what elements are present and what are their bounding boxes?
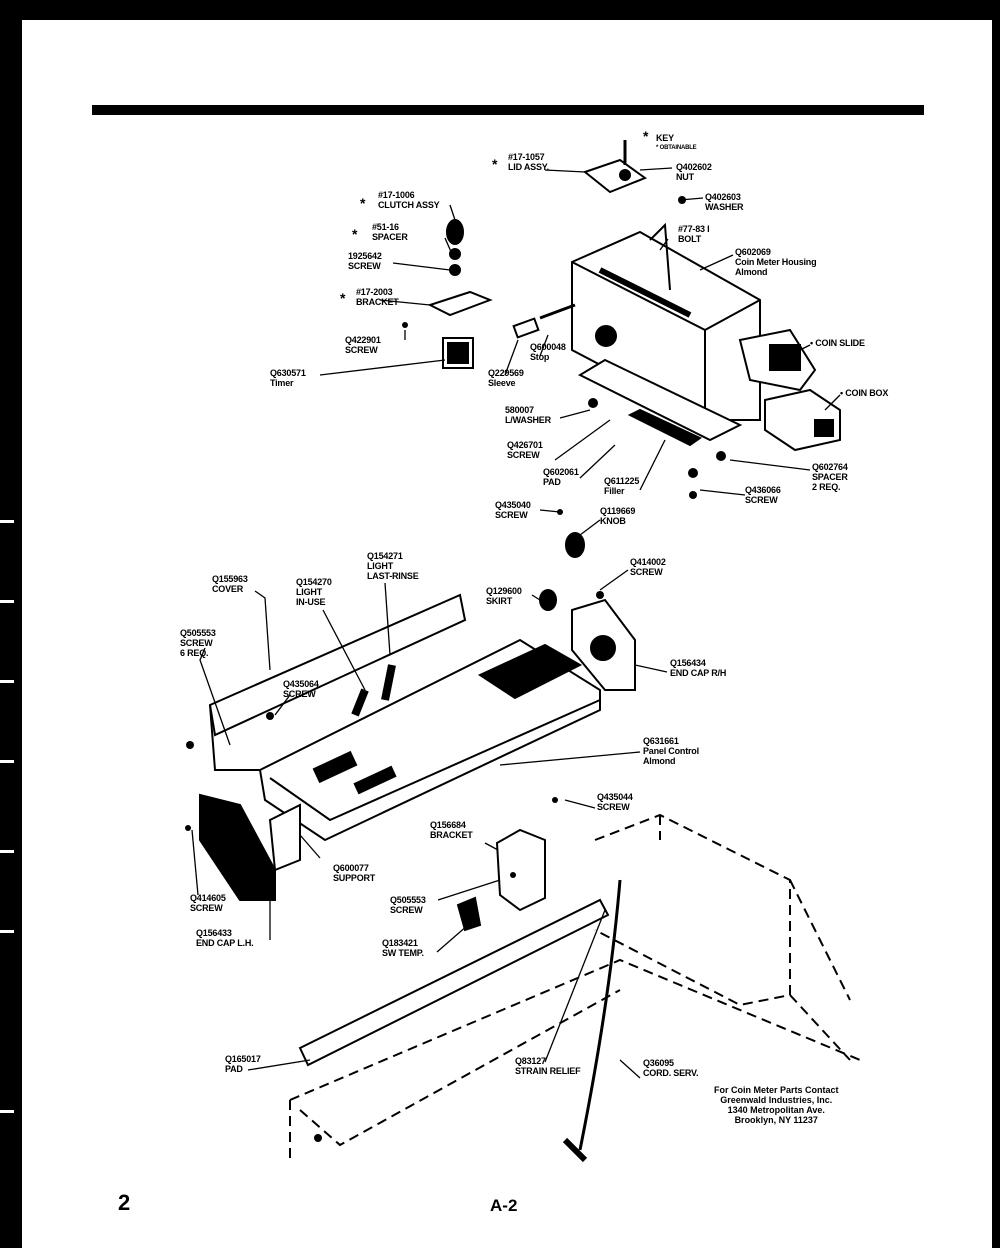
label-key: KEY* OBTAINABLE	[656, 133, 697, 151]
end-cap-rh-hole	[590, 635, 616, 661]
pad-bottom-drawing	[298, 898, 610, 1067]
light-last-rinse-drawing	[381, 664, 396, 701]
page-number: 2	[118, 1190, 131, 1215]
knob-drawing	[565, 532, 585, 558]
star-marker: *	[340, 290, 346, 306]
edge-mark	[0, 930, 14, 933]
coin-box-drawing	[764, 388, 841, 452]
edge-mark	[0, 680, 14, 683]
skirt-drawing	[539, 589, 557, 611]
label-coin-box: • COIN BOX	[840, 388, 889, 398]
fasteners	[185, 196, 726, 1142]
edge-mark	[0, 600, 14, 603]
base-outline	[289, 958, 861, 1160]
stop-drawing	[539, 303, 576, 320]
bracket-lower-drawing	[495, 828, 546, 912]
clutch-assembly-drawing	[427, 219, 493, 369]
page-code: A-2	[490, 1196, 518, 1215]
edge-mark	[0, 520, 14, 523]
cover-drawing	[208, 593, 467, 737]
coin-slide-drawing	[738, 328, 817, 392]
support-drawing	[268, 803, 301, 872]
motor-housing-outline	[594, 813, 851, 1061]
sw-temp-drawing	[456, 896, 482, 932]
page-sheet	[22, 20, 992, 1248]
edge-mark	[0, 850, 14, 853]
end-cap-lh-drawing	[199, 793, 276, 901]
star-marker: *	[643, 128, 649, 144]
cord-drawing	[578, 879, 622, 1151]
star-marker: *	[352, 226, 358, 242]
panel-control-drawing	[258, 638, 601, 842]
contact-note: For Coin Meter Parts Contact Greenwald I…	[714, 1085, 839, 1125]
label-coin-slide: • COIN SLIDE	[810, 338, 865, 348]
star-marker: *	[492, 156, 498, 172]
header-rule	[92, 105, 924, 115]
light-in-use-drawing	[351, 688, 369, 717]
filler-drawing	[627, 408, 702, 447]
lid-assy-drawing	[582, 140, 648, 194]
sleeve-drawing	[512, 317, 540, 339]
leader-lines	[191, 167, 841, 1079]
edge-mark	[0, 1110, 14, 1113]
edge-mark	[0, 760, 14, 763]
pad-drawing	[577, 358, 743, 442]
star-marker: *	[360, 195, 366, 211]
